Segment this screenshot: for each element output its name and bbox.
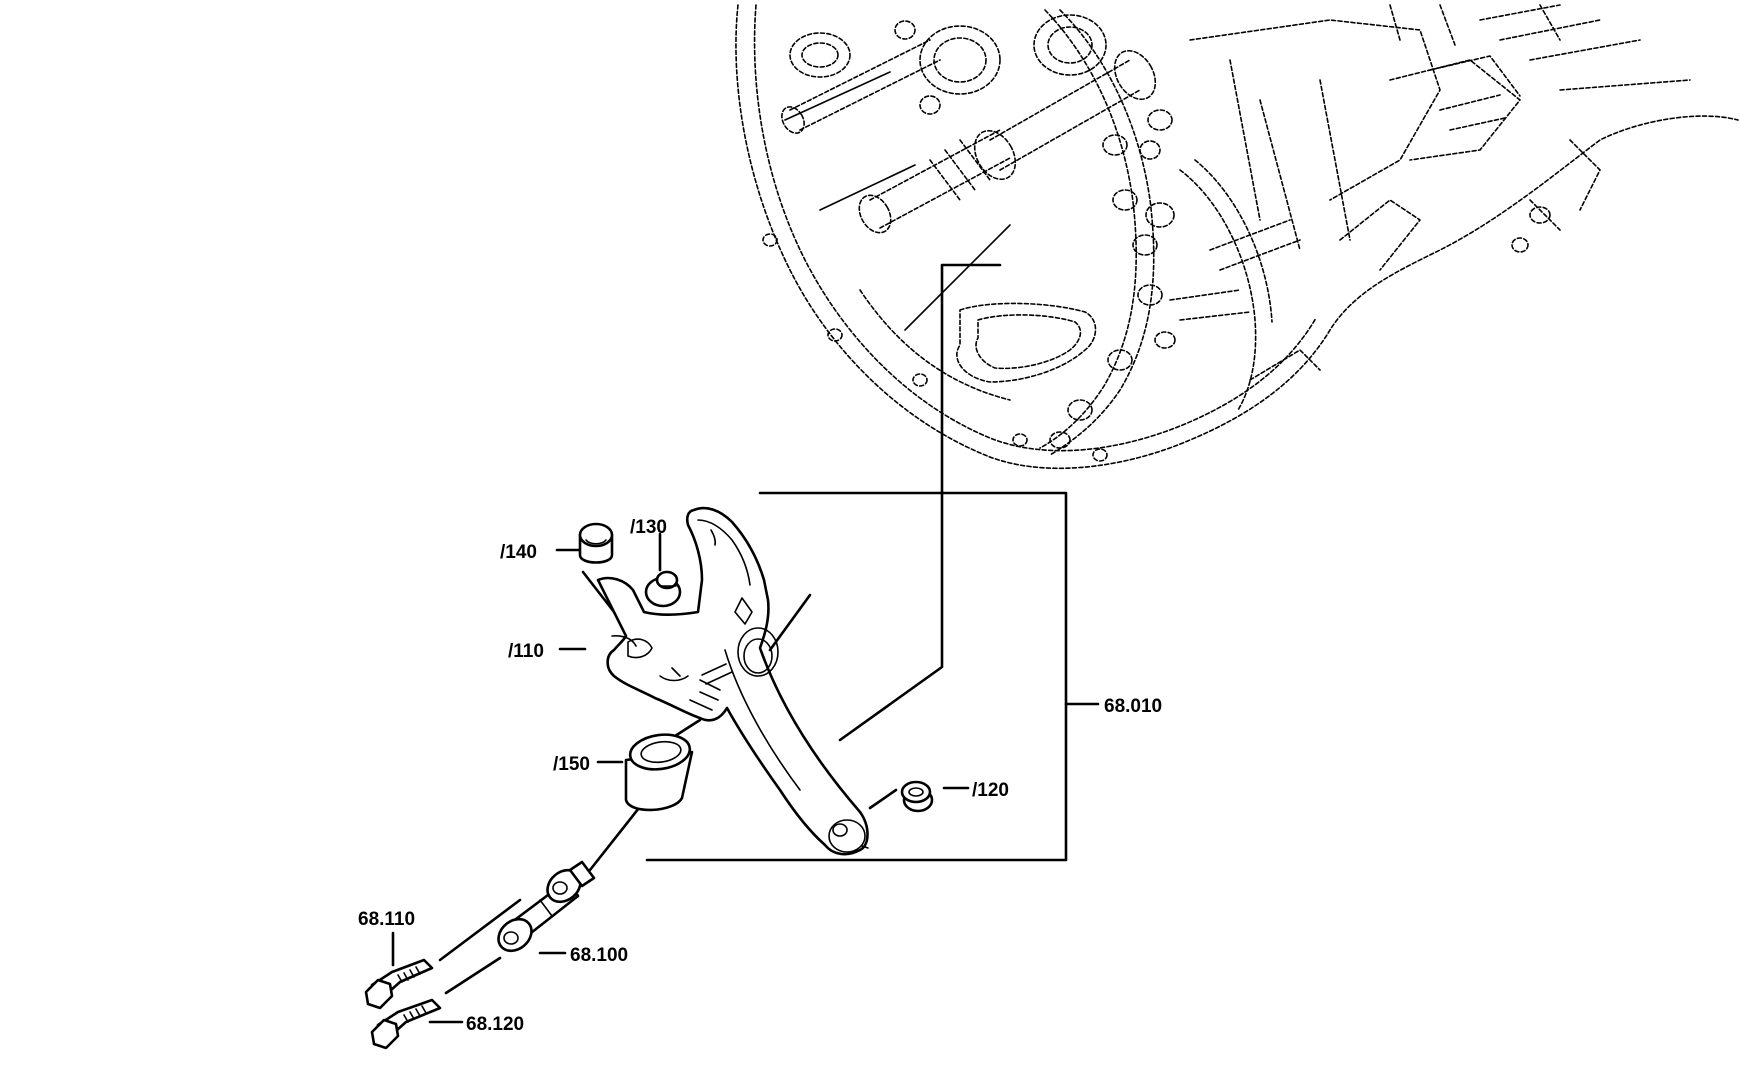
label-150: /150 — [553, 754, 590, 775]
label-68120: 68.120 — [466, 1014, 524, 1035]
bushing-150-part — [624, 733, 694, 812]
label-110: /110 — [508, 641, 544, 662]
label-140: /140 — [500, 542, 537, 563]
label-68010: 68.010 — [1104, 696, 1162, 717]
rod-68100-part — [497, 860, 596, 953]
label-68110: 68.110 — [358, 909, 415, 930]
gearbox-housing — [735, 4, 1739, 470]
part-labels: /140 /130 /110 /150 /120 68.010 68.110 6… — [358, 517, 1162, 1035]
cap-120-part — [900, 780, 934, 813]
plug-140-part — [578, 522, 614, 564]
flange-bolts — [1049, 109, 1176, 449]
nipple-130-part — [644, 570, 682, 608]
release-fork-part — [596, 506, 869, 856]
bolt-68110-part — [364, 958, 434, 1010]
bolt-68120-part — [370, 998, 442, 1050]
label-130: /130 — [630, 517, 667, 538]
label-68100: 68.100 — [570, 945, 628, 966]
inspection-window — [956, 302, 1097, 383]
label-120: /120 — [972, 780, 1009, 801]
